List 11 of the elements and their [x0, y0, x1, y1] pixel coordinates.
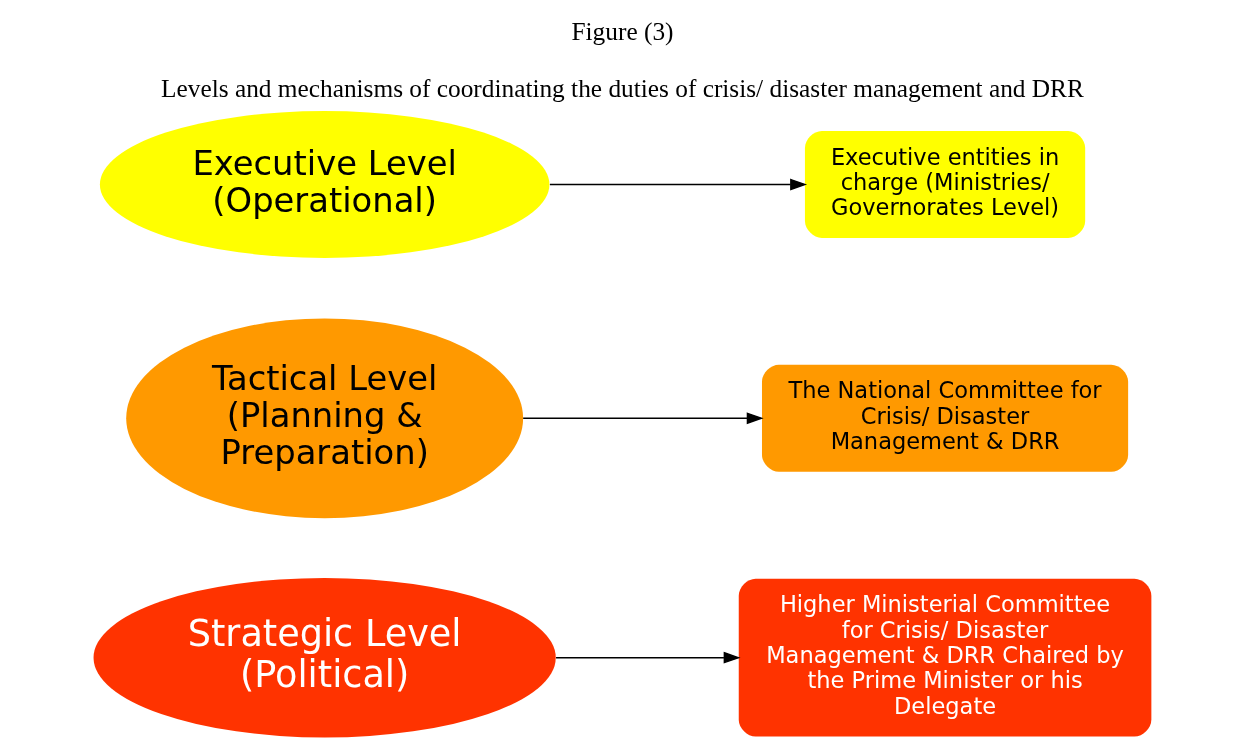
caption: Levels and mechanisms of coordinating the duties of crisis/ disaster management and DRR [161, 74, 1084, 103]
node-box: Higher Ministerial Committee for Crisis/ Disaster Management & DRR Chaired by the Prime Minister or his Delegate [738, 578, 1152, 737]
node-box: The National Committee for Crisis/ Disaster Management & DRR [762, 364, 1129, 472]
arrow [522, 412, 764, 425]
node-ellipse: Executive Level (Operational) [99, 111, 550, 258]
node-ellipse: Tactical Level (Planning & Preparation) [126, 318, 524, 519]
arrow [555, 651, 741, 664]
node-ellipse: Strategic Level (Political) [93, 577, 556, 738]
diagram-title: Figure (3) [571, 16, 674, 45]
arrow [549, 178, 808, 191]
node-box: Executive entities in charge (Ministries/ Governorates Level) [804, 131, 1086, 238]
